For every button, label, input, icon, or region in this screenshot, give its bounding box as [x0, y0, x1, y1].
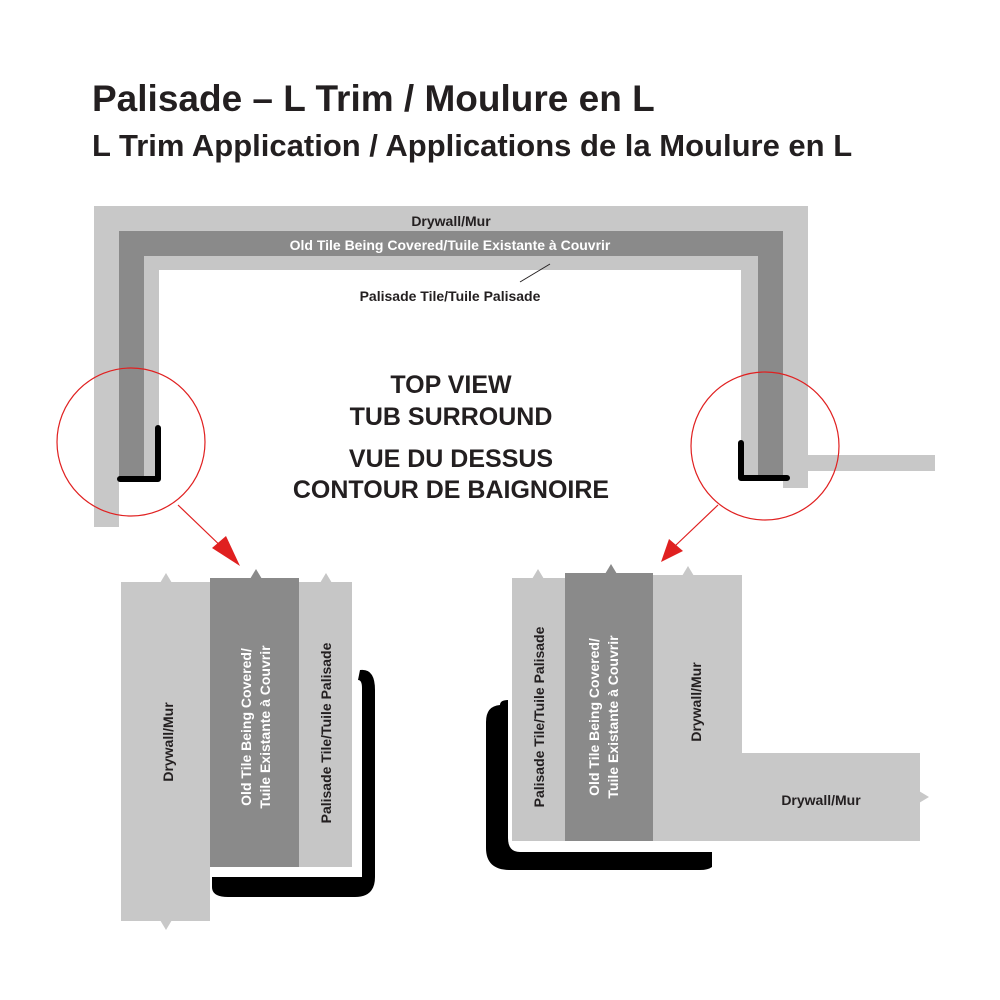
right-break-drywall-top	[682, 566, 694, 576]
left-detail-palisade	[299, 582, 352, 867]
page-subtitle: L Trim Application / Applications de la …	[92, 128, 853, 163]
left-detail-drywall	[121, 582, 210, 921]
top-right-l-trim	[738, 440, 790, 481]
right-detail-drywall	[653, 575, 920, 841]
top-palisade-label: Palisade Tile/Tuile Palisade	[360, 288, 541, 304]
right-callout-line	[674, 504, 719, 547]
left-callout-arrowhead	[212, 536, 240, 566]
right-callout-circle	[690, 371, 840, 521]
left-detail-old-tile-label-line1: Old Tile Being Covered/	[238, 648, 254, 806]
left-detail-old-tile-label-line2: Tuile Existante à Couvrir	[257, 645, 273, 809]
left-callout-circle	[56, 367, 206, 517]
left-detail-drywall-label: Drywall/Mur	[160, 702, 176, 782]
right-break-drywall-right	[919, 791, 929, 803]
left-detail-old-tile	[210, 578, 299, 867]
center-label-contour: CONTOUR DE BAIGNOIRE	[293, 476, 609, 504]
right-detail-palisade-label: Palisade Tile/Tuile Palisade	[531, 626, 547, 807]
right-detail-old-tile	[565, 573, 653, 841]
right-break-oldtile-top	[605, 564, 617, 574]
right-break-palisade-top	[532, 569, 544, 579]
palisade-leader-line	[519, 263, 551, 283]
detail-left: Drywall/Mur Old Tile Being Covered/ Tuil…	[121, 569, 375, 930]
right-callout-arrowhead	[661, 539, 683, 562]
left-break-drywall-top	[160, 573, 172, 583]
center-label-tub-surround: TUB SURROUND	[350, 403, 553, 431]
right-detail-old-tile-label-line2: Tuile Existante à Couvrir	[605, 635, 621, 799]
page-title: Palisade – L Trim / Moulure en L	[92, 78, 655, 119]
right-detail-drywall-vertical-label: Drywall/Mur	[688, 662, 704, 742]
left-detail-palisade-label: Palisade Tile/Tuile Palisade	[318, 642, 334, 823]
right-detail-old-tile-label-line1: Old Tile Being Covered/	[586, 638, 602, 796]
callouts	[56, 367, 840, 566]
left-break-drywall-bottom	[160, 920, 172, 930]
left-break-palisade-top	[320, 573, 332, 583]
top-drywall-label: Drywall/Mur	[411, 213, 491, 229]
top-left-l-trim	[117, 425, 161, 482]
center-label-top-view: TOP VIEW	[390, 371, 512, 399]
right-detail-palisade	[512, 578, 565, 841]
top-view: Drywall/Mur Old Tile Being Covered/Tuile…	[94, 206, 935, 527]
right-detail-l-trim	[486, 700, 712, 870]
center-label-vue-du-dessus: VUE DU DESSUS	[349, 445, 553, 473]
left-break-oldtile-top	[250, 569, 262, 579]
top-old-tile-layer	[119, 231, 783, 480]
detail-right: Palisade Tile/Tuile Palisade Old Tile Be…	[486, 564, 929, 870]
right-detail-drywall-horizontal-label: Drywall/Mur	[781, 792, 861, 808]
top-old-tile-label: Old Tile Being Covered/Tuile Existante à…	[290, 237, 611, 253]
